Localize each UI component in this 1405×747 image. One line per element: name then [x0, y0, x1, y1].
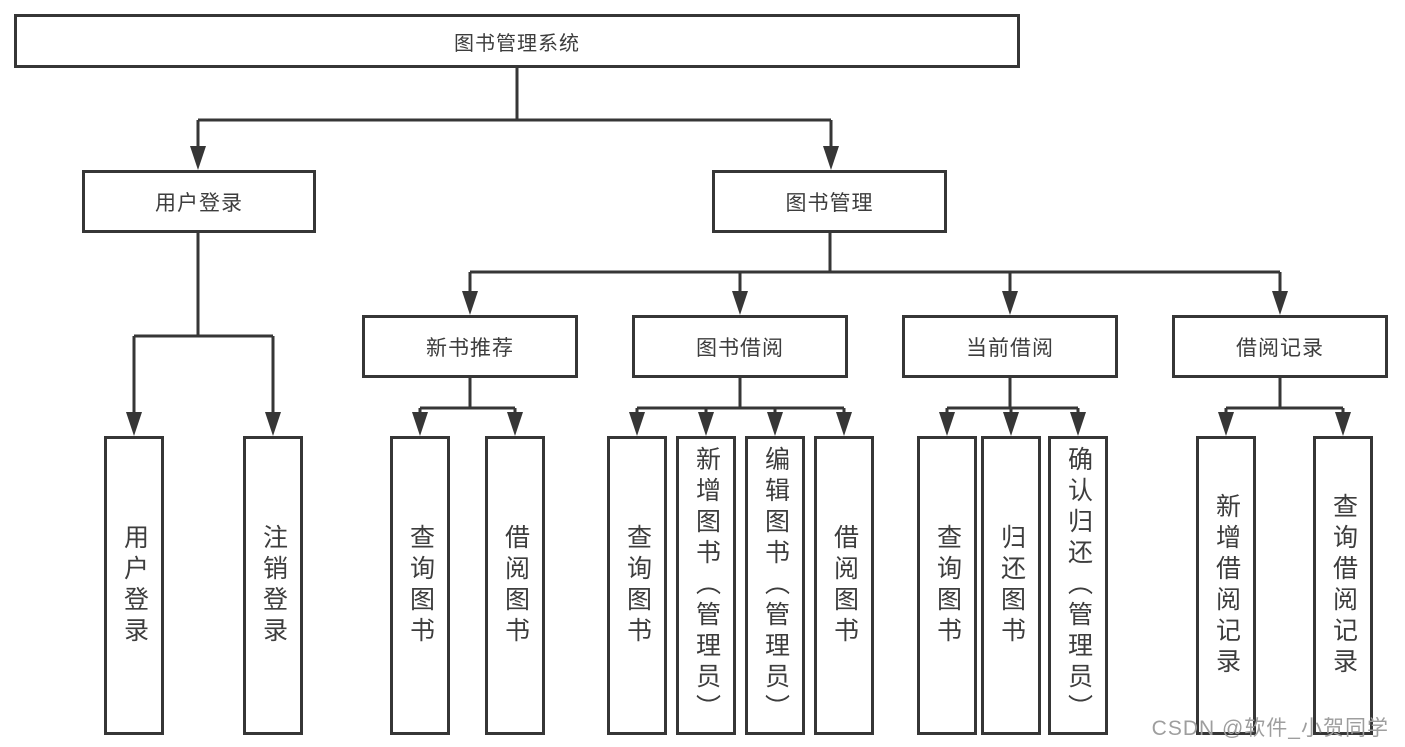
leaf-add-borrow-record: 新增借阅记录 [1196, 436, 1256, 735]
node-new-books: 新书推荐 [362, 315, 578, 378]
leaf-user-login: 用户登录 [104, 436, 164, 735]
leaf-borrow-books-label: 借阅图书 [830, 523, 859, 648]
leaf-current-query-books-label: 查询图书 [933, 523, 962, 648]
leaf-new-books-query: 查询图书 [390, 436, 450, 735]
leaf-user-login-label: 用户登录 [120, 523, 149, 648]
leaf-new-books-borrow-label: 借阅图书 [501, 523, 530, 648]
leaf-logout-label: 注销登录 [259, 523, 288, 648]
node-user-login-label: 用户登录 [155, 191, 243, 215]
leaf-add-books-admin-label: 新增图书（管理员） [692, 446, 721, 725]
leaf-add-books-admin: 新增图书（管理员） [676, 436, 736, 735]
connector-book-borrow-to-leaves [629, 378, 852, 436]
leaf-borrow-query-books: 查询图书 [607, 436, 667, 735]
leaf-return-books-label: 归还图书 [997, 523, 1026, 648]
connector-borrow-records-to-leaves [1218, 378, 1351, 436]
leaf-current-query-books: 查询图书 [917, 436, 977, 735]
leaf-new-books-query-label: 查询图书 [406, 523, 435, 648]
connector-current-borrow-to-leaves [939, 378, 1086, 436]
node-book-mgmt-label: 图书管理 [785, 191, 874, 215]
node-root: 图书管理系统 [14, 14, 1020, 68]
node-current-borrow-label: 当前借阅 [966, 336, 1054, 360]
node-borrow-records: 借阅记录 [1172, 315, 1388, 378]
leaf-query-borrow-record: 查询借阅记录 [1313, 436, 1373, 735]
node-new-books-label: 新书推荐 [426, 336, 514, 360]
leaf-confirm-return-admin: 确认归还（管理员） [1048, 436, 1108, 735]
node-root-label: 图书管理系统 [454, 32, 580, 55]
leaf-new-books-borrow: 借阅图书 [485, 436, 545, 735]
connector-root-to-level1 [190, 68, 839, 170]
leaf-confirm-return-admin-label: 确认归还（管理员） [1064, 446, 1093, 725]
leaf-borrow-query-books-label: 查询图书 [623, 523, 652, 648]
leaf-borrow-books: 借阅图书 [814, 436, 874, 735]
connector-book-mgmt-to-level2 [462, 233, 1288, 315]
node-book-borrow-label: 图书借阅 [696, 336, 784, 360]
node-book-mgmt: 图书管理 [712, 170, 947, 233]
leaf-return-books: 归还图书 [981, 436, 1041, 735]
node-book-borrow: 图书借阅 [632, 315, 848, 378]
connector-user-login-to-leaves [126, 233, 281, 436]
leaf-edit-books-admin-label: 编辑图书（管理员） [761, 446, 790, 725]
node-user-login: 用户登录 [82, 170, 316, 233]
connector-new-books-to-leaves [412, 378, 523, 436]
node-borrow-records-label: 借阅记录 [1236, 336, 1324, 360]
watermark: CSDN @软件_小贺同学 [1151, 717, 1389, 740]
leaf-edit-books-admin: 编辑图书（管理员） [745, 436, 805, 735]
leaf-logout: 注销登录 [243, 436, 303, 735]
node-current-borrow: 当前借阅 [902, 315, 1118, 378]
leaf-query-borrow-record-label: 查询借阅记录 [1329, 492, 1358, 679]
leaf-add-borrow-record-label: 新增借阅记录 [1212, 492, 1241, 679]
